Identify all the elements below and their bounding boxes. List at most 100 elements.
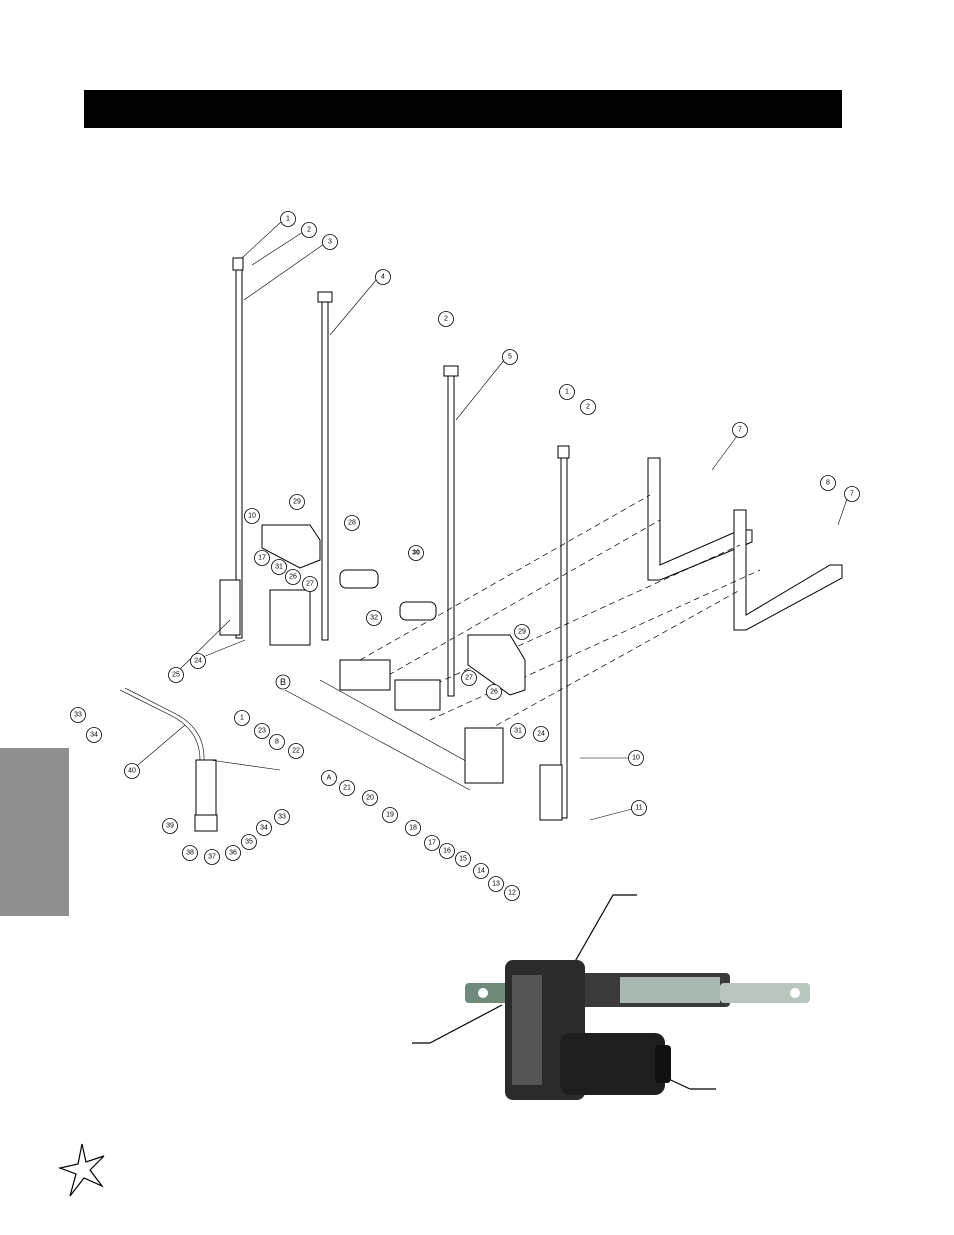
callout-label: 31 — [275, 564, 283, 571]
callout-circle — [86, 727, 102, 743]
callout-label: 40 — [128, 768, 136, 775]
callout-circle — [732, 422, 748, 438]
callout-circle — [339, 780, 355, 796]
callout-29: 29 — [514, 624, 530, 640]
callout-35: 35 — [241, 834, 257, 850]
callout-circle — [580, 399, 596, 415]
callout-1: 1 — [280, 211, 296, 227]
callout-17: 17 — [254, 550, 270, 566]
callout-32: 32 — [366, 610, 382, 626]
callout-39: 39 — [162, 818, 178, 834]
callout-circle — [455, 851, 471, 867]
callout-23: 23 — [254, 723, 270, 739]
upright-4 — [317, 291, 333, 641]
callout-circle — [302, 576, 318, 592]
callout-circle — [820, 475, 836, 491]
callout-label: 25 — [172, 672, 180, 679]
callout-circle — [285, 569, 301, 585]
callout-circle — [631, 800, 647, 816]
callout-circle — [504, 885, 520, 901]
fork-rear — [647, 457, 753, 581]
callout-2: 2 — [438, 311, 454, 327]
callout-label: 7 — [738, 427, 742, 434]
callout-label: 15 — [459, 856, 467, 863]
callout-circle — [271, 559, 287, 575]
callout-label: 2 — [586, 404, 590, 411]
callout-label: 11 — [635, 805, 642, 812]
right-cover-29 — [467, 634, 526, 696]
callout-label: 1 — [565, 389, 569, 396]
callout-circle — [162, 818, 178, 834]
callout-label: 2 — [444, 316, 448, 323]
base-frame — [219, 579, 563, 821]
callout-7: 7 — [732, 422, 748, 438]
callout-label: 36 — [229, 850, 237, 857]
callout-circle — [533, 726, 549, 742]
callout-label: 8 — [275, 739, 279, 746]
callout-label: 22 — [292, 748, 300, 755]
callout-circle — [382, 807, 398, 823]
callout-10: 10 — [628, 750, 644, 766]
callout-10: 10 — [244, 508, 260, 524]
callout-11: 11 — [631, 800, 647, 816]
callout-circle — [488, 876, 504, 892]
callout-label: 1 — [286, 216, 290, 223]
callout-30: 30 — [408, 545, 424, 561]
callout-13: 13 — [488, 876, 504, 892]
callout-label: 19 — [386, 812, 394, 819]
callout-8: 8 — [269, 734, 285, 750]
callout-34: 34 — [256, 820, 272, 836]
fork-front — [733, 509, 843, 631]
callout-circle — [225, 845, 241, 861]
callout-2: 2 — [580, 399, 596, 415]
callout-circle — [234, 710, 250, 726]
callout-40: 40 — [124, 763, 140, 779]
callout-2: 2 — [301, 222, 317, 238]
callout-label: 12 — [508, 890, 516, 897]
callout-label: A — [327, 775, 332, 782]
callout-circle — [366, 610, 382, 626]
callout-circle — [204, 849, 220, 865]
callout-circle — [289, 494, 305, 510]
callout-circle — [269, 734, 285, 750]
callout-18: 18 — [405, 820, 421, 836]
callout-circle — [70, 707, 86, 723]
callout-label: 18 — [409, 825, 417, 832]
callout-label: 1 — [240, 715, 244, 722]
callout-label: 7 — [850, 491, 854, 498]
callout-label: 27 — [465, 675, 473, 682]
callout-circle — [473, 863, 489, 879]
callout-circle — [510, 723, 526, 739]
callout-circle — [301, 222, 317, 238]
callout-29: 29 — [289, 494, 305, 510]
callout-circle — [321, 770, 337, 786]
callout-circle — [844, 486, 860, 502]
marker-b-label: B — [280, 677, 286, 687]
callout-24: 24 — [533, 726, 549, 742]
left-cover-29 — [261, 524, 321, 569]
callout-circle — [288, 743, 304, 759]
callout-26: 26 — [486, 684, 502, 700]
callout-label: 37 — [208, 854, 216, 861]
callout-circle — [502, 349, 518, 365]
left-upright-3 — [232, 257, 244, 639]
callout-12: 12 — [504, 885, 520, 901]
leader-lines — [131, 220, 849, 821]
alignment-lines — [359, 494, 761, 741]
photo-leaders — [412, 894, 716, 1090]
callout-16: 16 — [439, 843, 455, 859]
callout-label: 13 — [492, 881, 500, 888]
callout-circle — [628, 750, 644, 766]
callout-5: 5 — [502, 349, 518, 365]
callout-8: 8 — [820, 475, 836, 491]
callout-1: 1 — [234, 710, 250, 726]
upright-5 — [443, 365, 459, 697]
callout-circle — [274, 809, 290, 825]
callout-34: 34 — [86, 727, 102, 743]
callout-circle — [362, 790, 378, 806]
brand-logo-icon — [57, 1143, 105, 1197]
callout-label: 20 — [366, 795, 374, 802]
callout-label: 33 — [278, 814, 286, 821]
callout-circle — [322, 234, 338, 250]
